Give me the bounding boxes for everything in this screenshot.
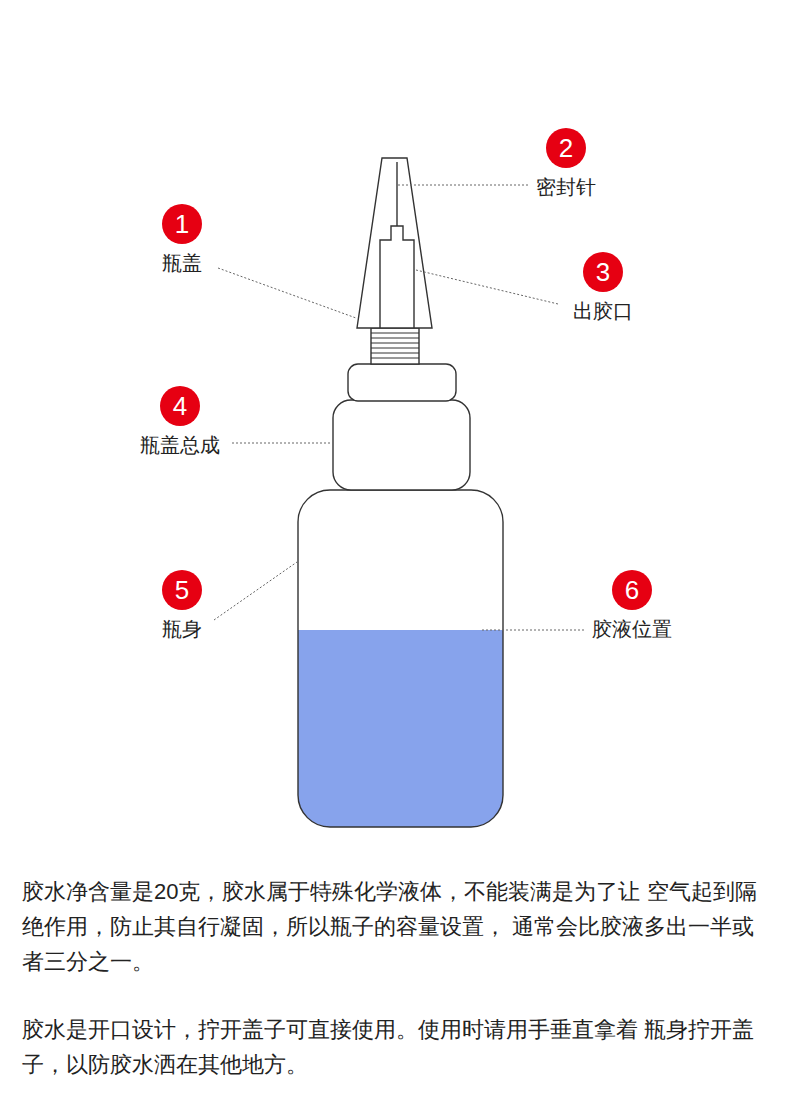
- outlet-tube: [380, 226, 414, 328]
- leader-line: [398, 185, 530, 186]
- thread-line: [371, 333, 419, 334]
- part-name: 瓶盖: [162, 250, 202, 276]
- leader-line: [218, 268, 356, 318]
- thread-line: [371, 338, 419, 339]
- callout: 3 出胶口: [573, 252, 633, 324]
- thread-line: [371, 343, 419, 344]
- leader-line: [232, 443, 332, 444]
- part-name: 瓶盖总成: [140, 432, 220, 458]
- callout-number: 4: [160, 386, 200, 426]
- note-text: 胶水净含量是20克，胶水属于特殊化学液体，不能装满是为了让 空气起到隔绝作用，防…: [22, 874, 774, 979]
- callout-number: 1: [162, 204, 202, 244]
- leader-line: [214, 562, 297, 620]
- thread-line: [371, 358, 419, 359]
- leader-line: [482, 630, 586, 631]
- thread: [371, 328, 419, 364]
- part-name: 瓶身: [162, 616, 202, 642]
- thread-line: [371, 353, 419, 354]
- callout-number: 3: [583, 252, 623, 292]
- nozzle-cap: [357, 158, 432, 328]
- callout-number: 2: [546, 128, 586, 168]
- callout: 6 胶液位置: [592, 570, 672, 642]
- callout: 1 瓶盖: [162, 204, 202, 276]
- note-text: 胶水是开口设计，拧开盖子可直接使用。使用时请用手垂直拿着 瓶身拧开盖子，以防胶水…: [22, 1012, 774, 1082]
- part-name: 出胶口: [573, 298, 633, 324]
- cap-collar: [348, 364, 456, 401]
- callout: 2 密封针: [536, 128, 596, 200]
- seal-needle: [396, 162, 397, 226]
- thread-line: [371, 348, 419, 349]
- bottle-body: [298, 490, 503, 827]
- part-name: 胶液位置: [592, 616, 672, 642]
- callout-number: 6: [612, 570, 652, 610]
- leader-line: [416, 270, 558, 304]
- callout: 4 瓶盖总成: [140, 386, 220, 458]
- callout-number: 5: [162, 570, 202, 610]
- cap-assembly: [333, 400, 470, 490]
- glue-liquid: [298, 630, 503, 827]
- callout: 5 瓶身: [162, 570, 202, 642]
- part-name: 密封针: [536, 174, 596, 200]
